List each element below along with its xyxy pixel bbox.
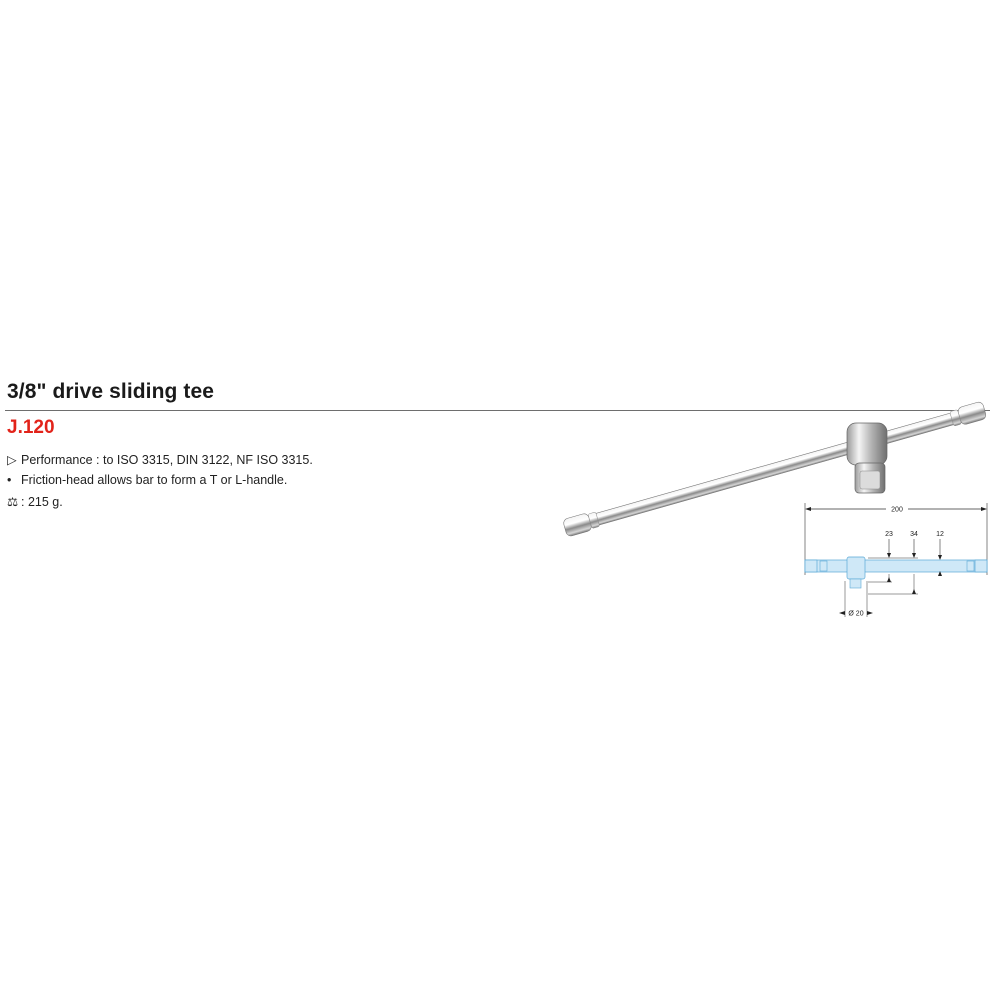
dimension-diagram: 200 23 34 12 Ø 20: [804, 503, 988, 618]
feature-text: : 215 g.: [21, 495, 63, 509]
weight-scale-icon: ⚖: [7, 495, 19, 509]
feature-weight: ⚖: 215 g.: [7, 494, 63, 509]
dim-overall-length: 200: [891, 507, 903, 514]
dim-12: 12: [936, 531, 944, 538]
feature-friction-head: • Friction-head allows bar to form a T or…: [7, 473, 287, 487]
dim-34: 34: [910, 531, 918, 538]
title-divider: [5, 410, 990, 411]
bullet-icon: •: [7, 473, 12, 487]
product-title: 3/8" drive sliding tee: [7, 380, 215, 403]
product-photo: [563, 401, 987, 537]
triangle-right-outline-icon: ▷: [7, 453, 17, 467]
dim-23: 23: [885, 531, 893, 538]
feature-text: Performance : to ISO 3315, DIN 3122, NF …: [21, 453, 313, 467]
product-reference: J.120: [7, 417, 55, 438]
dim-diameter: Ø 20: [848, 611, 863, 618]
feature-text: Friction-head allows bar to form a T or …: [21, 473, 288, 487]
feature-performance: ▷ Performance : to ISO 3315, DIN 3122, NF…: [7, 452, 313, 467]
